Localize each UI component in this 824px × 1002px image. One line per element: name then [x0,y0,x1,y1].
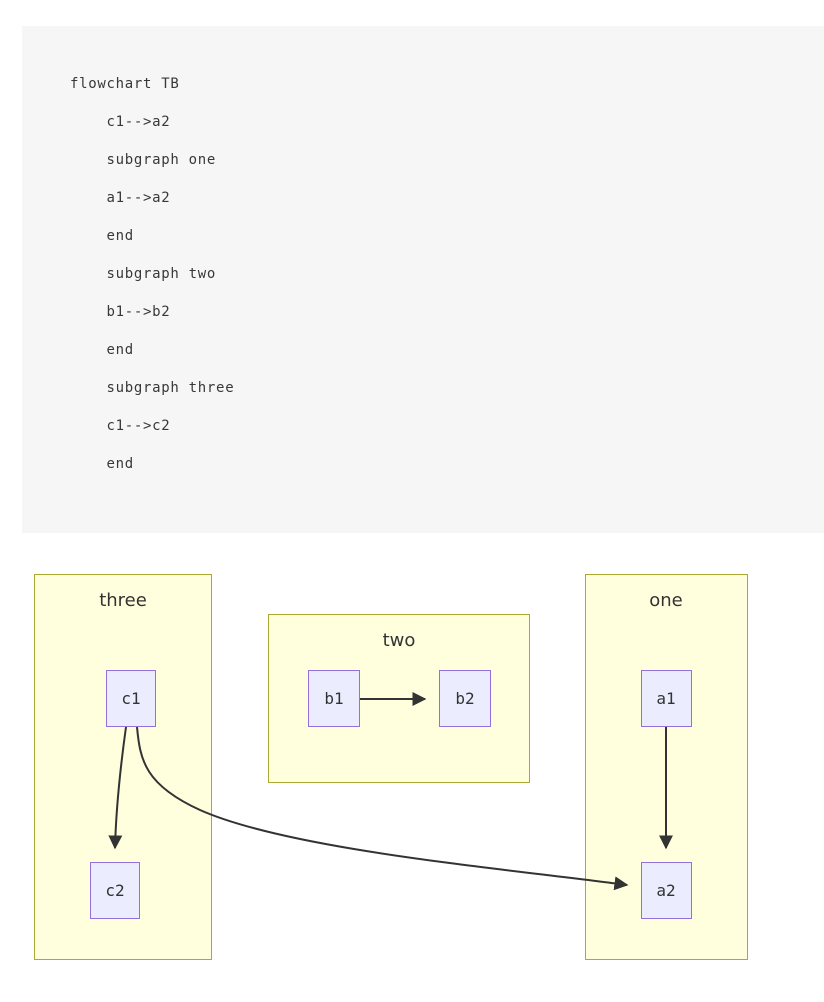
node-c1-label: c1 [121,689,140,708]
code-line: subgraph one [70,152,217,168]
code-line: a1-->a2 [70,190,171,206]
subgraph-three-label: three [99,590,147,611]
code-line: c1-->a2 [70,114,171,130]
node-c2[interactable]: c2 [90,862,140,919]
node-b1-label: b1 [324,689,343,708]
node-c2-label: c2 [105,881,124,900]
code-line: end [70,342,134,358]
code-line: c1-->c2 [70,418,171,434]
code-line: subgraph three [70,380,235,396]
subgraph-two-label: two [383,630,416,651]
code-line: end [70,456,134,472]
node-b1[interactable]: b1 [308,670,360,727]
node-b2[interactable]: b2 [439,670,491,727]
code-line: end [70,228,134,244]
code-line: flowchart TB [70,76,180,92]
node-b2-label: b2 [455,689,474,708]
node-a1-label: a1 [656,689,675,708]
code-line: subgraph two [70,266,217,282]
node-a2[interactable]: a2 [641,862,692,919]
code-line: b1-->b2 [70,304,171,320]
code-block: flowchart TB c1-->a2 subgraph one a1-->a… [22,26,824,533]
subgraph-one-label: one [649,590,683,611]
edge-c1-c2 [108,726,127,850]
edge-c1-a2 [136,726,629,891]
node-a1[interactable]: a1 [641,670,692,727]
node-a2-label: a2 [656,881,675,900]
node-c1[interactable]: c1 [106,670,156,727]
